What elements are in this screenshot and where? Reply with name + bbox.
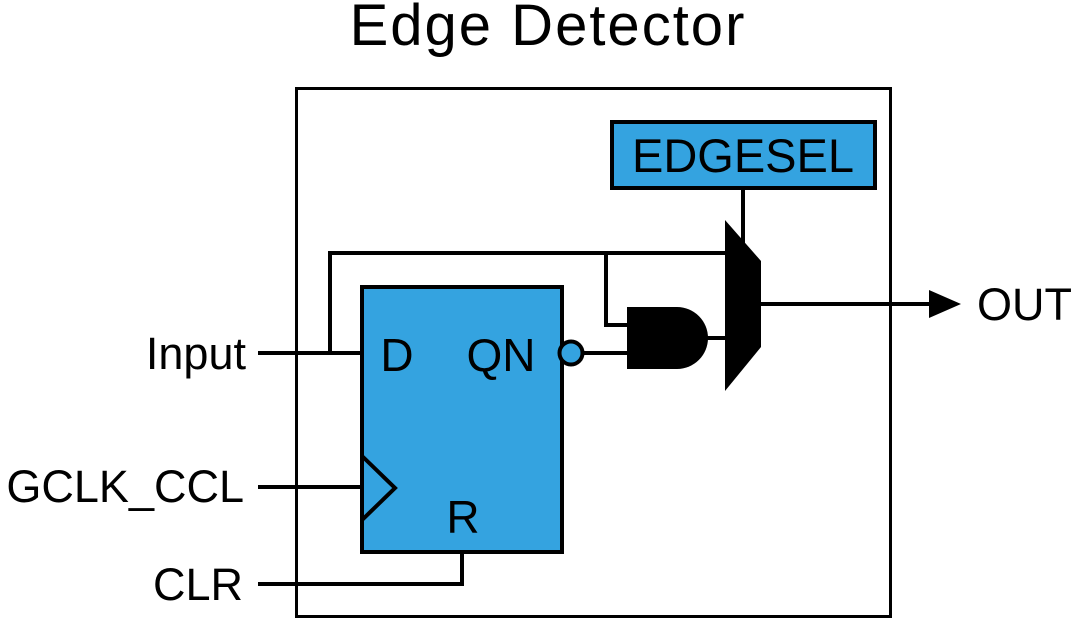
mux-trapezoid-icon — [725, 220, 761, 391]
wires — [258, 188, 930, 586]
d-flipflop: D QN R — [360, 285, 564, 554]
input-port-label: Input — [146, 328, 247, 379]
dff-qn-label: QN — [467, 329, 536, 381]
clear-port-label: CLR — [153, 559, 243, 610]
clock-port-label: GCLK_CCL — [6, 461, 244, 512]
out-port-label: OUT — [977, 279, 1072, 330]
edgesel-label: EDGESEL — [632, 129, 854, 182]
diagram-title: Edge Detector — [350, 0, 747, 58]
and-gate-icon — [627, 307, 708, 369]
d-flipflop-box — [360, 285, 564, 554]
edgesel-box — [610, 120, 877, 190]
clock-edge-triangle-icon — [360, 451, 398, 525]
inverter-bubble-icon — [557, 339, 585, 367]
arrowhead-right-icon — [929, 290, 961, 318]
dff-r-label: R — [446, 491, 479, 543]
edgesel-register: EDGESEL — [610, 120, 877, 190]
wire-branch-to-and-top — [604, 253, 628, 327]
wire-input-branch-to-mux — [328, 251, 727, 353]
wire-clear-to-r — [258, 552, 464, 586]
dff-d-label: D — [380, 329, 413, 381]
